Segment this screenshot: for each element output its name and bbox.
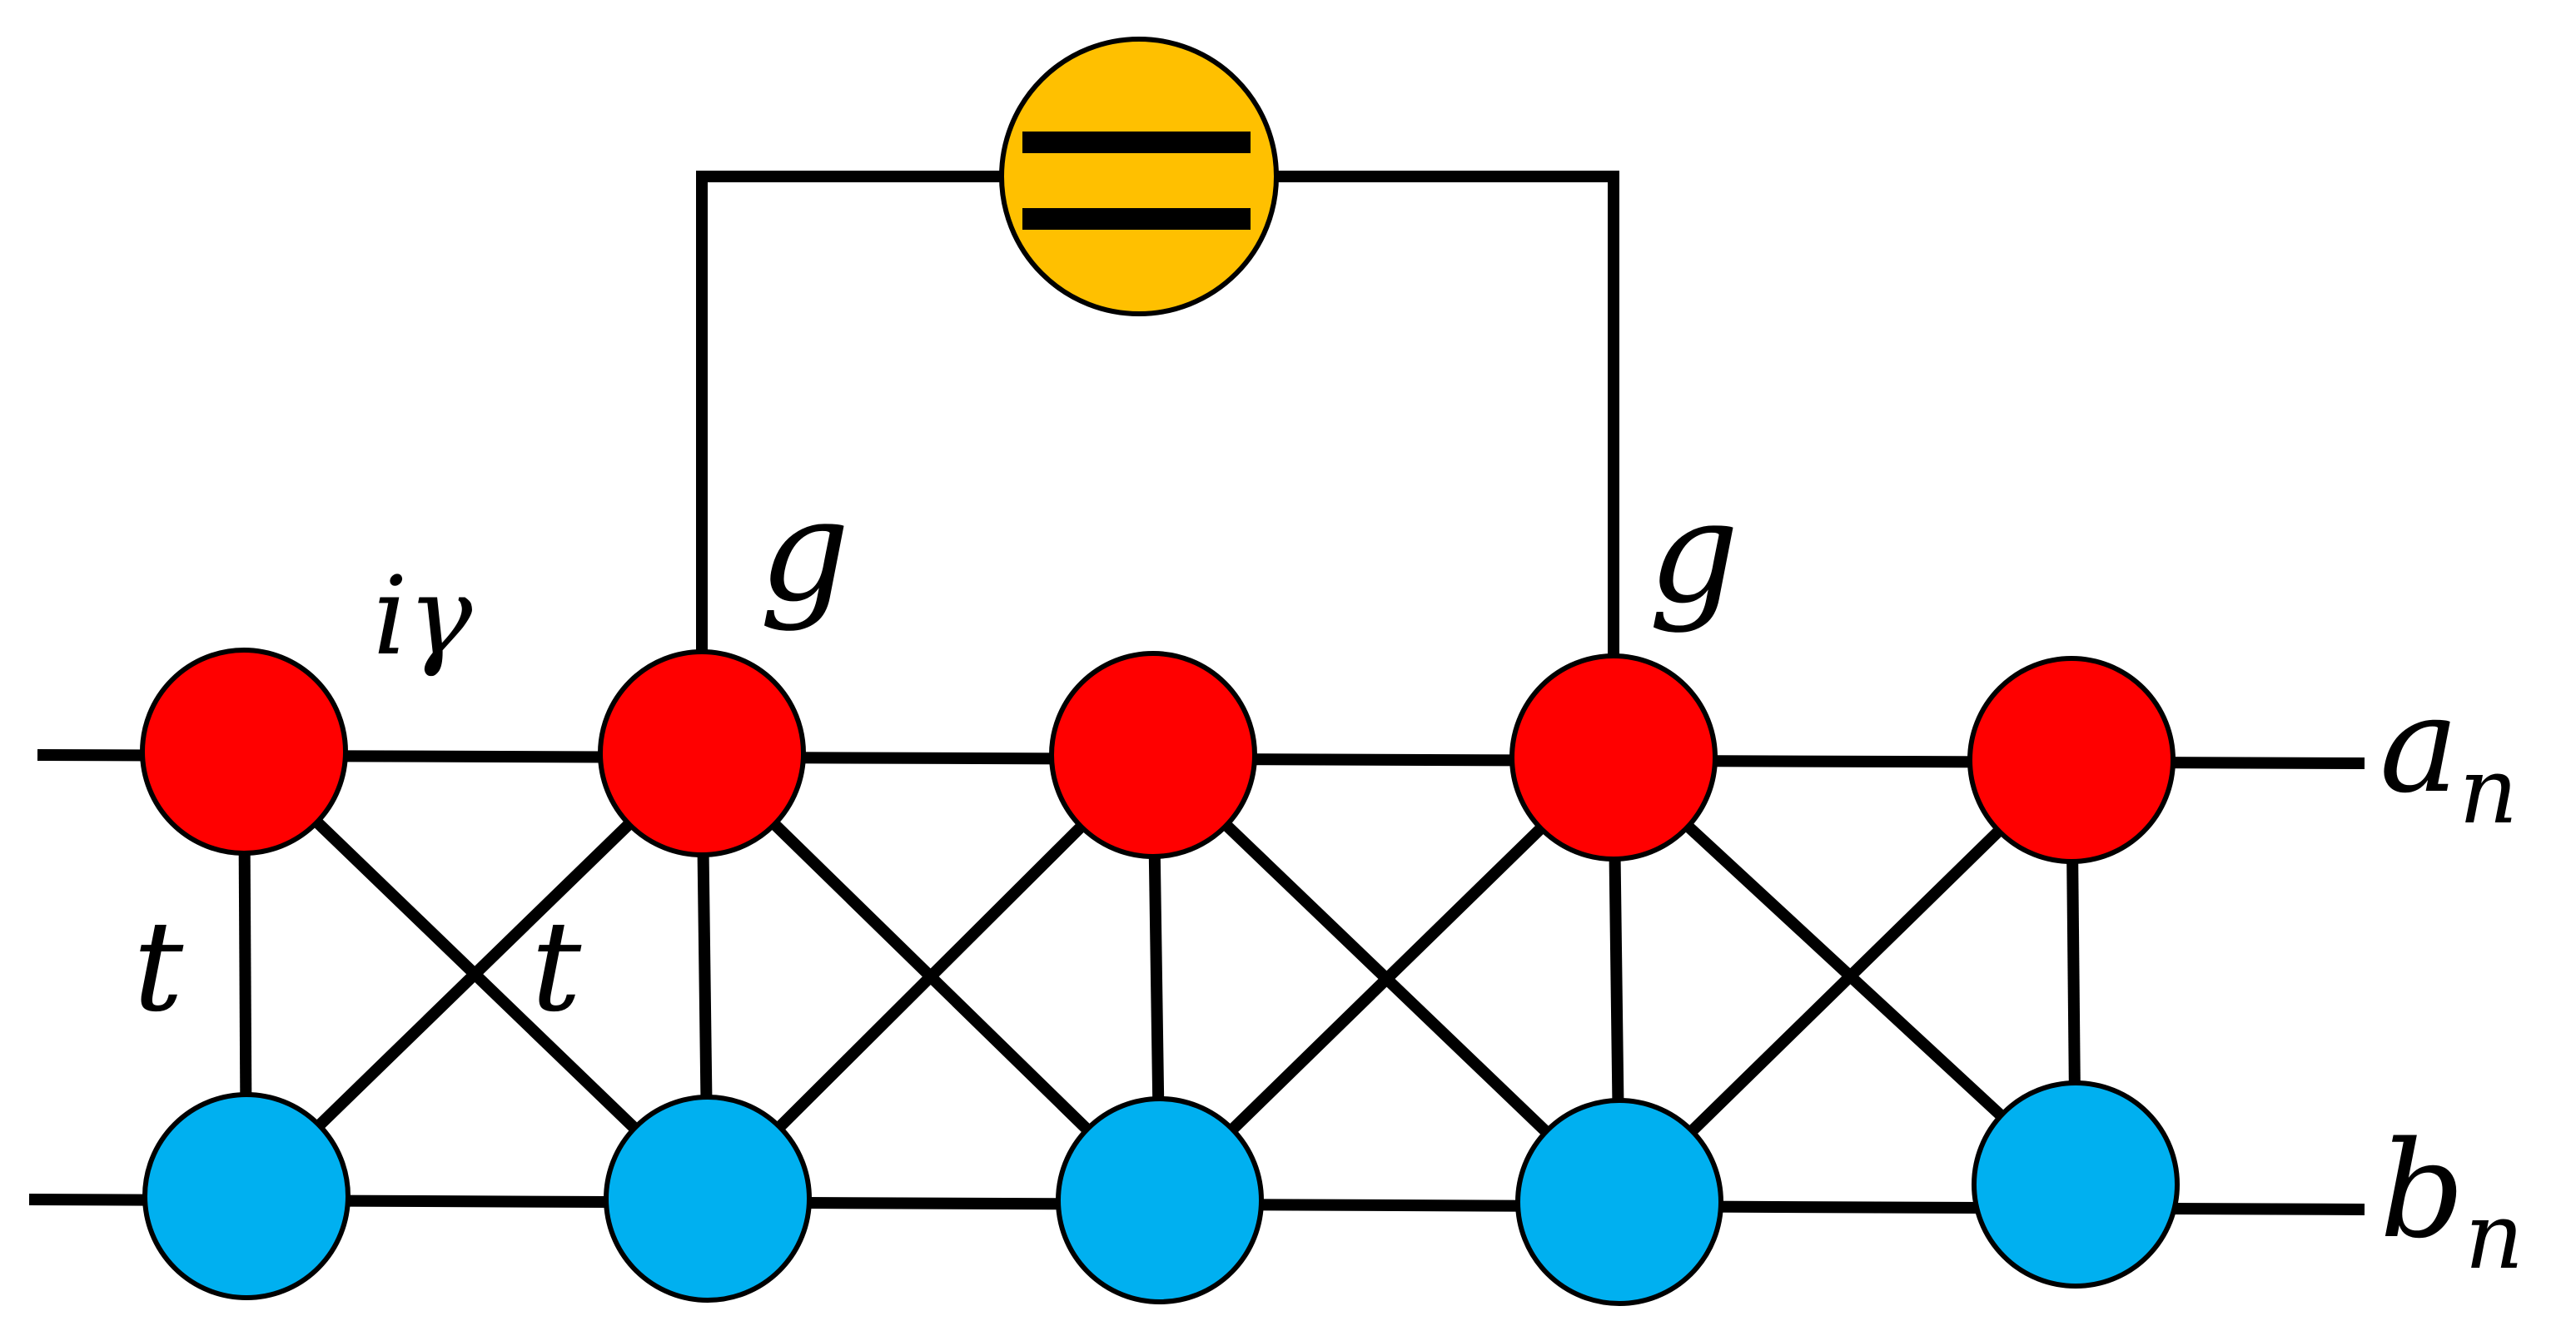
b-site-2 [604,1095,812,1303]
b-site-4 [1515,1098,1723,1306]
label-coupling-g-right: g [1649,470,1739,635]
diag-up-4 [1615,755,2076,1207]
a-site-1 [140,648,348,856]
coupler [999,37,1279,316]
coupler-bar-bottom [1022,208,1251,230]
label-hopping-t-vertical: t [133,895,184,1040]
a-site-3 [1049,651,1257,859]
coupler-loop [696,171,1619,757]
label-coupling-g-left: g [759,469,850,633]
a-chain-sites [140,648,2176,864]
b-site-5 [1972,1080,2180,1289]
b-chain-sites [142,1080,2180,1306]
b-site-1 [142,1092,351,1300]
a-site-5 [1967,656,2176,864]
label-chain-b: bn [2380,1112,2524,1289]
label-hopping-igamma: iγ [373,553,473,679]
coupler-bar-top [1022,132,1251,153]
coupler-circle [999,37,1279,316]
label-chain-a: an [2380,667,2518,844]
diag-up-2 [704,751,1157,1203]
diag-up-1 [242,748,706,1201]
diag-down-4 [1609,752,2080,1189]
diag-up-3 [1156,752,1618,1205]
label-hopping-t-cross: t [531,895,582,1040]
a-site-2 [598,649,806,857]
b-site-3 [1056,1096,1264,1304]
a-site-4 [1509,653,1718,862]
